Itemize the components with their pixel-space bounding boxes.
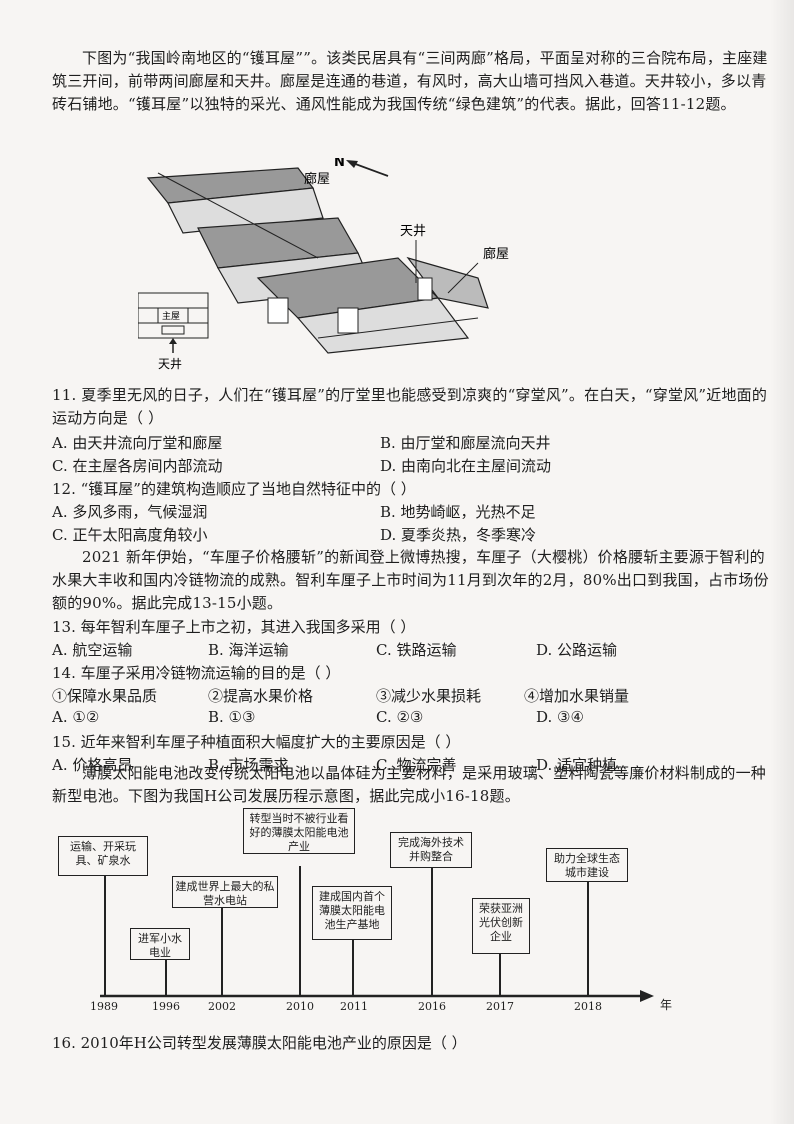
- q11-option-c: C. 在主屋各房间内部流动: [52, 457, 223, 475]
- q16-stem: 16. 2010年H公司转型发展薄膜太阳能电池产业的原因是（ ）: [52, 1034, 467, 1052]
- year-2017: 2017: [486, 1000, 514, 1013]
- event-1996: 进军小水电业: [130, 928, 190, 960]
- intro-paragraph-2: 2021 新年伊始，“车厘子价格腰斩”的新闻登上微博热搜，车厘子（大樱桃）价格腰…: [52, 548, 769, 612]
- event-2010: 转型当时不被行业看好的薄膜太阳能电池产业: [243, 808, 355, 854]
- q15-option-b: B. 市场需求: [208, 756, 289, 774]
- event-2011: 建成国内首个薄膜太阳能电池生产基地: [312, 886, 392, 940]
- q12-stem: 12. “镬耳屋”的建筑构造顺应了当地自然特征中的（ ）: [52, 480, 416, 498]
- q15-option-d: D. 适宜种植: [536, 756, 618, 774]
- year-2010: 2010: [286, 1000, 314, 1013]
- inset-courtyard: 天井: [158, 357, 182, 370]
- q11-option-d: D. 由南向北在主屋间流动: [380, 457, 552, 475]
- event-2016: 完成海外技术并购整合: [390, 832, 472, 868]
- intro-paragraph-3: 薄膜太阳能电池改变传统太阳电池以晶体硅为主要材料，是采用玻璃、塑料陶瓷等廉价材料…: [52, 764, 767, 805]
- label-corridor-2: 廊屋: [483, 246, 509, 262]
- intro-paragraph-1: 下图为“我国岭南地区的“镬耳屋””。该类民居具有“三间两廊”格局，平面呈对称的三…: [52, 49, 768, 113]
- year-1989: 1989: [90, 1000, 118, 1013]
- north-label: N: [334, 158, 345, 170]
- event-2018: 助力全球生态城市建设: [546, 848, 628, 882]
- q13-option-c: C. 铁路运输: [376, 641, 457, 659]
- q13-option-a: A. 航空运输: [52, 641, 133, 659]
- q11-option-b: B. 由厅堂和廊屋流向天井: [380, 434, 551, 452]
- year-2002: 2002: [208, 1000, 236, 1013]
- q14-option-c: C. ②③: [376, 708, 424, 726]
- q12-option-d: D. 夏季炎热，冬季寒冷: [380, 526, 537, 544]
- q12-option-a: A. 多风多雨，气候湿润: [52, 503, 208, 521]
- event-1989: 运输、开采玩具、矿泉水: [58, 836, 148, 876]
- q15-option-c: C. 物流完善: [376, 756, 457, 774]
- axis-unit-year: 年: [660, 998, 673, 1012]
- q15-option-a: A. 价格高昂: [52, 756, 133, 774]
- q13-option-d: D. 公路运输: [536, 641, 618, 659]
- inset-main-house: 主屋: [162, 310, 180, 322]
- wok-ear-house-figure: N 廊屋 天井 廊屋 主屋 天井: [138, 158, 509, 370]
- q12-option-c: C. 正午太阳高度角较小: [52, 526, 208, 544]
- q15-stem: 15. 近年来智利车厘子种植面积大幅度扩大的主要原因是（ ）: [52, 733, 461, 751]
- label-courtyard: 天井: [400, 224, 426, 239]
- company-timeline: 运输、开采玩具、矿泉水 进军小水电业 建成世界上最大的私营水电站 转型当时不被行…: [50, 806, 710, 1016]
- year-2018: 2018: [574, 1000, 602, 1013]
- year-2016: 2016: [418, 1000, 446, 1013]
- q14-option-b: B. ①③: [208, 708, 256, 726]
- q14-item-4: ④增加水果销量: [524, 687, 630, 705]
- year-1996: 1996: [152, 1000, 180, 1013]
- q11-stem: 11. 夏季里无风的日子，人们在“镬耳屋”的厅堂里也能感受到凉爽的“穿堂风”。在…: [52, 386, 768, 427]
- year-2011: 2011: [340, 1000, 368, 1013]
- q13-stem: 13. 每年智利车厘子上市之初，其进入我国多采用（ ）: [52, 618, 416, 636]
- q13-option-b: B. 海洋运输: [208, 641, 289, 659]
- q14-item-2: ②提高水果价格: [208, 687, 314, 705]
- label-corridor-1: 廊屋: [304, 171, 330, 187]
- q12-option-b: B. 地势崎岖，光热不足: [380, 503, 536, 521]
- page-edge-shadow: [770, 0, 794, 1124]
- q14-item-1: ①保障水果品质: [52, 687, 158, 705]
- q11-option-a: A. 由天井流向厅堂和廊屋: [52, 434, 223, 452]
- event-2002: 建成世界上最大的私营水电站: [172, 876, 278, 908]
- q14-option-a: A. ①②: [52, 708, 100, 726]
- q14-item-3: ③减少水果损耗: [376, 687, 482, 705]
- q14-option-d: D. ③④: [536, 708, 584, 726]
- q14-stem: 14. 车厘子采用冷链物流运输的目的是（ ）: [52, 664, 341, 682]
- event-2017: 荣获亚洲光伏创新企业: [472, 898, 530, 954]
